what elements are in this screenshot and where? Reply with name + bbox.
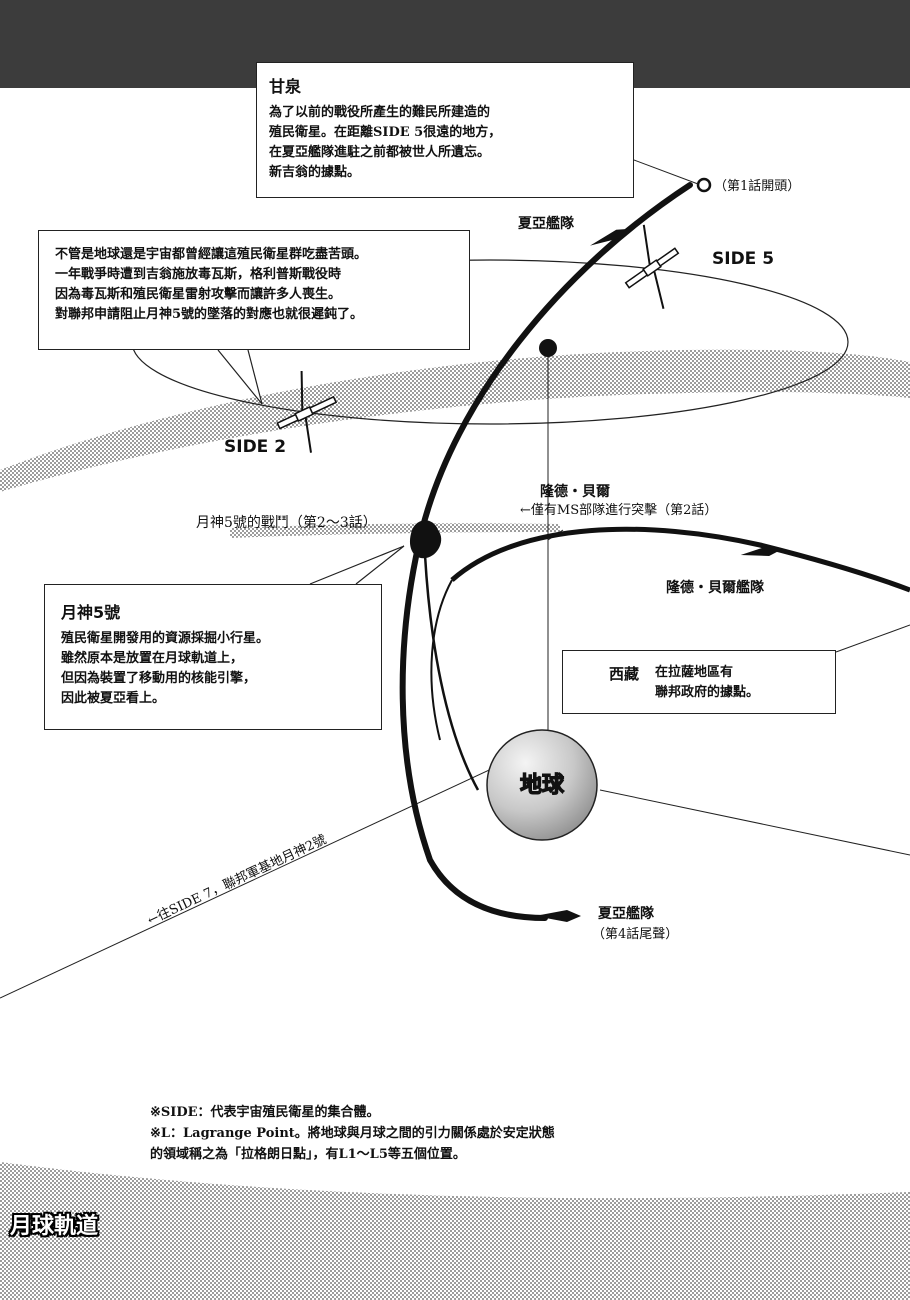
lund-bell-fleet-label: 隆德・貝爾艦隊 <box>666 579 765 596</box>
fleet-bottom-note: （第4話尾聲） <box>592 926 678 942</box>
tibet-title: 西藏 <box>609 665 640 683</box>
sazabi-fleet-ship-bottom <box>535 910 581 922</box>
ganquan-pointer <box>633 159 699 185</box>
section-title: 月球軌道 <box>10 1214 99 1239</box>
tibet-info-box: 西藏 在拉薩地區有 聯邦政府的據點。 <box>562 650 836 714</box>
moon-orbit-band-lower <box>0 1162 910 1300</box>
sazabi-fleet-trajectory <box>399 182 693 921</box>
moon-orbit-band-mid <box>230 523 560 538</box>
footnote-lagrange: ※L：Lagrange Point。將地球與月球之間的引力關係處於安定狀態 <box>150 1126 555 1141</box>
orbit-plane-line-right <box>599 789 910 856</box>
lund-bell-return <box>430 579 453 741</box>
first-episode-label: （第1話開頭） <box>714 178 800 194</box>
axis-box-tail <box>309 545 405 585</box>
colony-history-box: 不管是地球還是宇宙都曾經讓這殖民衛星群吃盡苦頭。 一年戰爭時遭到吉翁施放毒瓦斯，… <box>38 230 470 350</box>
colony-box-tail <box>217 349 263 405</box>
to-side7-label: ←往SIDE 7，聯邦軍基地月神2號 <box>145 832 329 928</box>
side2-label: SIDE 2 <box>224 437 286 457</box>
fleet-bottom-label: 夏亞艦隊 <box>598 905 655 922</box>
moon-orbit-band-upper <box>0 349 910 492</box>
ganquan-title: 甘泉 <box>269 77 302 96</box>
side5-colony-icon <box>624 224 680 310</box>
axis-trajectory <box>423 554 480 791</box>
ganquan-marker <box>696 177 712 193</box>
lund-bell-trajectory <box>450 526 910 593</box>
footnote-side: ※SIDE：代表宇宙殖民衛星的集合體。 <box>150 1105 380 1120</box>
sazabi-fleet-ship-top <box>590 228 631 246</box>
lund-bell-ship <box>740 546 783 557</box>
earth-label: 地球 <box>520 773 565 798</box>
orbit-node-marker <box>539 339 557 357</box>
axis-info-box: 月神5號 殖民衛星開發用的資源採掘小行星。 雖然原本是放置在月球軌道上， 但因為… <box>44 584 382 730</box>
side2-colony-icon <box>276 370 338 453</box>
axis-body: 殖民衛星開發用的資源採掘小行星。 雖然原本是放置在月球軌道上， 但因為裝置了移動… <box>61 631 270 706</box>
footnote-lagrange-cont: 的領域稱之為「拉格朗日點」，有L1～L5等五個位置。 <box>150 1147 466 1162</box>
side5-label: SIDE 5 <box>712 249 774 269</box>
fleet-top-label: 夏亞艦隊 <box>518 215 575 232</box>
colony-history-body: 不管是地球還是宇宙都曾經讓這殖民衛星群吃盡苦頭。 一年戰爭時遭到吉翁施放毒瓦斯，… <box>55 247 368 322</box>
lund-bell-label: 隆德・貝爾 <box>540 483 610 500</box>
ganquan-info-box: 甘泉 為了以前的戰役所產生的難民所建造的 殖民衛星。在距離SIDE 5很遠的地方… <box>256 62 634 198</box>
orbit-plane-line-left <box>0 736 561 999</box>
footnotes: ※SIDE：代表宇宙殖民衛星的集合體。 ※L：Lagrange Point。將地… <box>150 1102 710 1165</box>
lund-bell-note: ←僅有MS部隊進行突擊（第2話） <box>520 502 717 518</box>
axis-asteroid <box>409 520 442 559</box>
ganquan-body: 為了以前的戰役所產生的難民所建造的 殖民衛星。在距離SIDE 5很遠的地方， 在… <box>269 105 502 180</box>
earth-globe <box>486 729 598 841</box>
tibet-body: 在拉薩地區有 聯邦政府的據點。 <box>655 665 760 700</box>
axis-battle-label: 月神5號的戰鬥（第2～3話） <box>196 514 377 531</box>
axis-title: 月神5號 <box>61 603 121 622</box>
tibet-pointer-line <box>835 624 910 653</box>
